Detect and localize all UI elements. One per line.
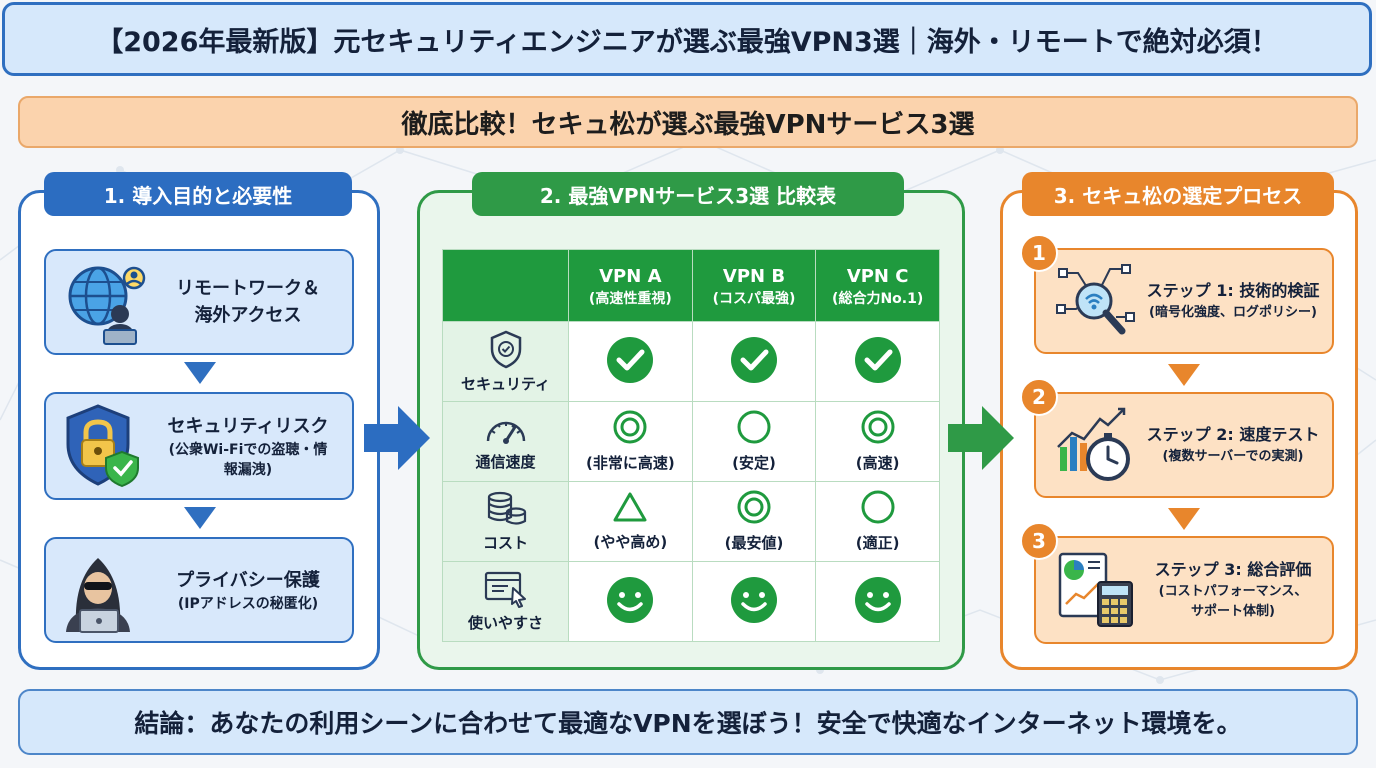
purpose-card-note: (IPアドレスの秘匿化): [177, 595, 319, 612]
row-header-cost: コスト: [442, 481, 569, 562]
down-arrow-icon: [184, 362, 216, 384]
table-cell: (安定): [691, 401, 817, 482]
process-step-title: ステップ 2: 速度テスト: [1146, 425, 1320, 444]
table-cell: [815, 321, 940, 402]
double-circle-icon: [861, 410, 895, 444]
table-cell: (やや高め): [568, 481, 693, 562]
browser-cursor-icon: [484, 571, 526, 608]
circle-icon: [861, 490, 895, 524]
coins-icon: [487, 491, 526, 525]
shield-lock-icon: [66, 404, 139, 488]
purpose-card-remote: リモートワーク＆ 海外アクセス: [44, 249, 354, 355]
conclusion-banner: 結論：あなたの利用シーンに合わせて最適なVPNを選ぼう！安全で快適なインターネッ…: [18, 689, 1358, 755]
table-column-header: VPN C(総合力No.1): [815, 249, 940, 322]
double-circle-icon: [613, 410, 647, 444]
report-calculator-icon: [1058, 552, 1133, 627]
network-magnifier-icon: [1056, 264, 1135, 335]
check-mark-icon: [854, 336, 901, 383]
check-mark-icon: [730, 336, 777, 383]
smile-icon: [730, 576, 777, 623]
purpose-card-privacy: プライバシー保護 (IPアドレスの秘匿化): [44, 537, 354, 643]
globe-user-icon: [68, 266, 146, 345]
down-arrow-icon: [1168, 508, 1200, 530]
shield-check-icon: [490, 330, 521, 369]
table-cell: (適正): [815, 481, 940, 562]
table-cell: [815, 561, 940, 642]
right-arrow-icon: [948, 406, 1014, 470]
row-header-speed: 通信速度: [442, 401, 569, 482]
purpose-card-title-line2: 海外アクセス: [194, 305, 302, 326]
chart-stopwatch-icon: [1057, 407, 1130, 481]
purpose-card-title: リモートワーク＆: [176, 278, 320, 299]
purpose-card-title: セキュリティリスク: [167, 415, 329, 437]
right-arrow-icon: [364, 406, 430, 470]
table-row: コスト (やや高め) (最安値) (適正): [442, 481, 940, 562]
purpose-card-note: (公衆Wi-Fiでの盗聴・情: [168, 441, 328, 458]
process-step-3: ステップ 3: 総合評価 (コストパフォーマンス、 サポート体制): [1034, 536, 1334, 644]
page-title: 【2026年最新版】元セキュリティエンジニアが選ぶ最強VPN3選｜海外・リモート…: [2, 2, 1372, 76]
step-number-badge: 3: [1020, 522, 1058, 560]
row-header-usability: 使いやすさ: [442, 561, 569, 642]
process-step-2: ステップ 2: 速度テスト (複数サーバーでの実測): [1034, 392, 1334, 498]
step-number-badge: 2: [1020, 378, 1058, 416]
process-step-title: ステップ 1: 技術的検証: [1146, 281, 1320, 300]
process-column-label: 3. セキュ松の選定プロセス: [1022, 172, 1334, 216]
table-cell: [691, 321, 817, 402]
table-column-header: VPN A(高速性重視): [568, 249, 693, 322]
table-header-row: VPN A(高速性重視) VPN B(コスパ最強) VPN C(総合力No.1): [442, 249, 940, 322]
table-cell: [568, 321, 693, 402]
purpose-column-label: 1. 導入目的と必要性: [44, 172, 352, 216]
table-corner-cell: [442, 249, 569, 322]
table-cell: (非常に高速): [568, 401, 693, 482]
process-step-note: (暗号化強度、ログポリシー): [1149, 305, 1317, 320]
hooded-hacker-icon: [66, 558, 130, 633]
triangle-icon: [613, 492, 647, 522]
process-step-1: ステップ 1: 技術的検証 (暗号化強度、ログポリシー): [1034, 248, 1334, 354]
purpose-card-title: プライバシー保護: [176, 569, 320, 591]
process-step-title: ステップ 3: 総合評価: [1154, 560, 1312, 579]
table-row: 使いやすさ: [442, 561, 940, 642]
down-arrow-icon: [1168, 364, 1200, 386]
table-row: 通信速度 (非常に高速) (安定) (高速): [442, 401, 940, 482]
vpn-comparison-table: VPN A(高速性重視) VPN B(コスパ最強) VPN C(総合力No.1)…: [442, 249, 940, 642]
speedometer-icon: [486, 421, 525, 444]
purpose-card-note-line2: 報漏洩): [223, 461, 273, 478]
table-cell: [568, 561, 693, 642]
double-circle-icon: [737, 490, 771, 524]
table-column-header: VPN B(コスパ最強): [691, 249, 817, 322]
process-step-note: (複数サーバーでの実測): [1162, 449, 1304, 464]
purpose-card-security-risk: セキュリティリスク (公衆Wi-Fiでの盗聴・情 報漏洩): [44, 392, 354, 500]
smile-icon: [854, 576, 901, 623]
table-cell: [691, 561, 817, 642]
process-step-note-line2: サポート体制): [1191, 604, 1275, 619]
down-arrow-icon: [184, 507, 216, 529]
process-step-note: (コストパフォーマンス、: [1158, 584, 1308, 599]
table-row: セキュリティ: [442, 321, 940, 402]
check-mark-icon: [607, 336, 654, 383]
page-subtitle: 徹底比較！セキュ松が選ぶ最強VPNサービス3選: [18, 96, 1358, 148]
table-cell: (高速): [815, 401, 940, 482]
smile-icon: [607, 576, 654, 623]
table-cell: (最安値): [691, 481, 817, 562]
comparison-column-label: 2. 最強VPNサービス3選 比較表: [472, 172, 904, 216]
circle-icon: [737, 410, 771, 444]
step-number-badge: 1: [1020, 234, 1058, 272]
row-header-security: セキュリティ: [442, 321, 569, 402]
